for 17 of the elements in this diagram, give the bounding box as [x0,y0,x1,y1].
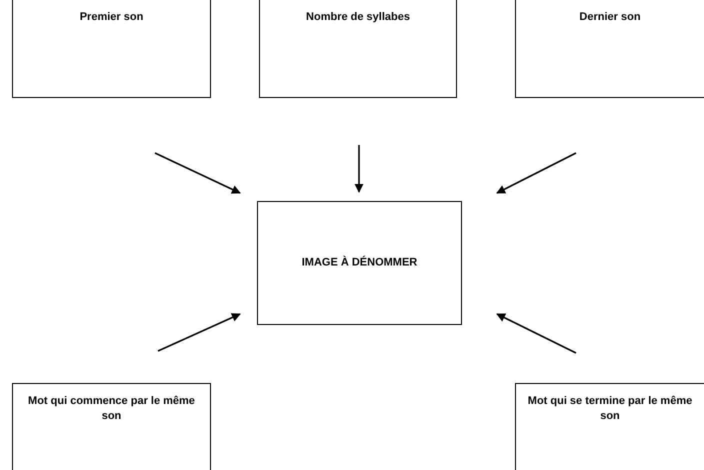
text-box [515,383,704,470]
arrow [158,313,241,352]
text-box [12,0,211,98]
text-box [12,383,211,470]
arrow [154,152,241,194]
box-label: Nombre de syllabes [305,10,411,25]
box-label: Mot qui se termine par le même son [526,394,694,424]
arrow [354,145,364,193]
box-label: Premier son [78,10,144,25]
text-box [257,201,462,325]
text-box [259,0,457,98]
box-label: IMAGE À DÉNOMMER [300,256,418,270]
arrow [496,152,576,194]
box-label: Mot qui commence par le même son [27,394,196,424]
arrow [496,313,576,354]
box-label: Dernier son [578,10,642,25]
text-box [515,0,704,98]
